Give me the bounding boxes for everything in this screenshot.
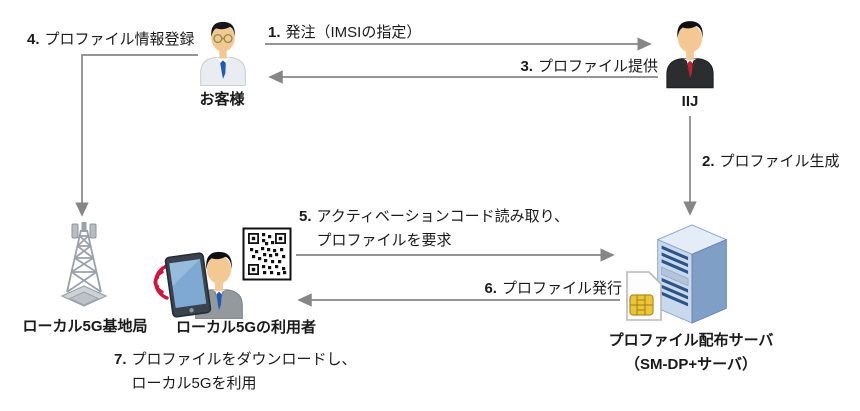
step-2-number: 2. [702, 153, 715, 170]
profile-server-label-line2: （SM-DP+サーバ） [625, 356, 757, 373]
step-2-text: プロファイル生成 [719, 153, 840, 170]
step-4-label: 4. プロファイル情報登録 [27, 31, 195, 49]
arrow-step-4 [75, 54, 198, 217]
sim-card-icon [626, 271, 662, 321]
step-3-number: 3. [520, 58, 533, 75]
step-5-text-line2: プロファイルを要求 [316, 232, 452, 249]
customer-label: お客様 [199, 91, 245, 108]
customer-icon [200, 21, 246, 86]
step-6-label: 6. プロファイル発行 [484, 280, 622, 298]
step-7-number: 7. [114, 351, 127, 368]
step-6-number: 6. [484, 280, 497, 297]
step-1-label: 1. 発注（IMSIの指定） [268, 24, 421, 42]
step-4-number: 4. [27, 31, 40, 48]
profile-server-label-line1: プロファイル配布サーバ [608, 332, 774, 349]
glasses [213, 33, 233, 44]
step-3-label: 3. プロファイル提供 [520, 58, 658, 76]
step-2-label: 2. プロファイル生成 [702, 153, 840, 171]
step-5-text-line1: アクティベーションコード読み取り、 [316, 208, 569, 225]
tablet-icon [164, 252, 212, 318]
step-3-text: プロファイル提供 [537, 58, 658, 75]
wifi-signal-icon [153, 264, 169, 300]
step-5-label: 5. アクティベーションコード読み取り、 プロファイルを要求 [299, 205, 569, 253]
step-7-text-line1: プロファイルをダウンロードし、 [131, 351, 357, 368]
step-4-text: プロファイル情報登録 [44, 31, 195, 48]
iij-label: IIJ [681, 93, 699, 110]
step-5-number: 5. [299, 208, 312, 225]
base-station-tower-icon [60, 222, 108, 307]
local5g-user-label: ローカル5Gの利用者 [175, 319, 316, 336]
step-1-text: 発注（IMSIの指定） [285, 24, 422, 41]
profile-server-icon [656, 224, 728, 324]
step-6-text: プロファイル発行 [501, 280, 622, 297]
step-7-label: 7. プロファイルをダウンロードし、 ローカル5Gを利用 [114, 348, 357, 396]
iij-icon [666, 21, 714, 89]
base-station-label: ローカル5G基地局 [22, 318, 148, 335]
step-1-number: 1. [268, 24, 281, 41]
qr-code-icon [242, 227, 292, 281]
step-7-text-line2: ローカル5Gを利用 [131, 375, 257, 392]
